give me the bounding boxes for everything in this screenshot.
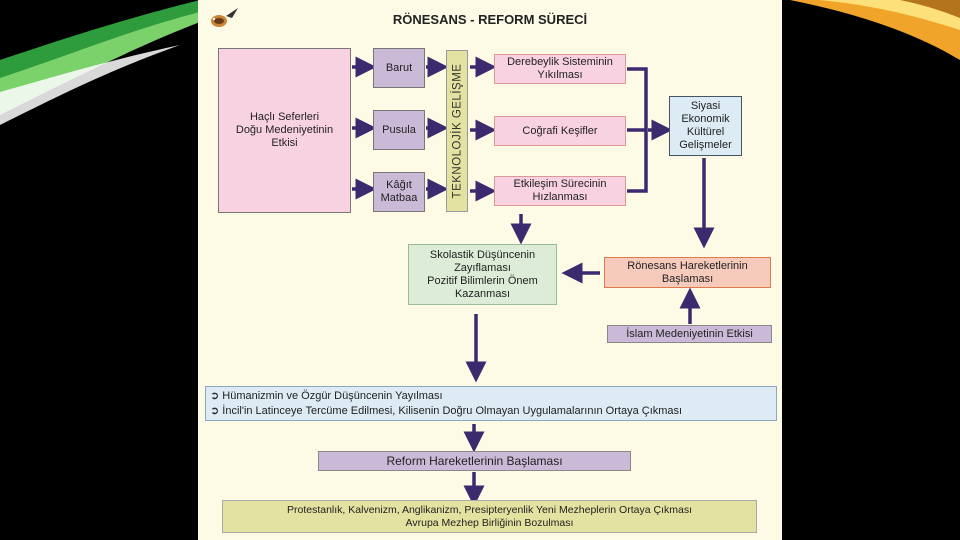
- dove-logo-icon: [211, 8, 238, 27]
- siyasi-gelismeler-box: Siyasi Ekonomik Kültürel Gelişmeler: [669, 96, 742, 156]
- reform-box: Reform Hareketlerinin Başlaması: [318, 451, 631, 471]
- derebeylik-box: Derebeylik Sisteminin Yıkılması: [494, 54, 626, 84]
- bullet-arrow-icon: ➲: [210, 390, 220, 402]
- hacli-seferleri-box: Haçlı Seferleri Doğu Medeniyetinin Etkis…: [218, 48, 351, 213]
- bullet-arrow-icon: ➲: [210, 405, 220, 417]
- diagram-title: RÖNESANS - REFORM SÜRECİ: [392, 12, 588, 27]
- cografi-kesifler-box: Coğrafi Keşifler: [494, 116, 626, 146]
- kagit-matbaa-box: Kâğıt Matbaa: [373, 172, 425, 212]
- ronesans-box: Rönesans Hareketlerinin Başlaması: [604, 257, 771, 288]
- pusula-box: Pusula: [373, 110, 425, 150]
- islam-medeniyeti-box: İslam Medeniyetinin Etkisi: [607, 325, 772, 343]
- list-item: ➲ İncil'in Latinceye Tercüme Edilmesi, K…: [210, 405, 683, 417]
- etkilesim-box: Etkileşim Sürecinin Hızlanması: [494, 176, 626, 206]
- barut-box: Barut: [373, 48, 425, 88]
- list-item: ➲ Hümanizmin ve Özgür Düşüncenin Yayılma…: [210, 390, 443, 402]
- teknolojik-gelisme-label: TEKNOLOJİK GELİŞME: [446, 50, 468, 212]
- sonuclar-list: ➲ Hümanizmin ve Özgür Düşüncenin Yayılma…: [205, 386, 777, 421]
- green-swoosh-decoration: [0, 0, 200, 125]
- skolastik-box: Skolastik Düşüncenin Zayıflaması Pozitif…: [408, 244, 557, 305]
- orange-corner-decoration: [790, 0, 960, 60]
- mezhepler-box: Protestanlık, Kalvenizm, Anglikanizm, Pr…: [222, 500, 757, 533]
